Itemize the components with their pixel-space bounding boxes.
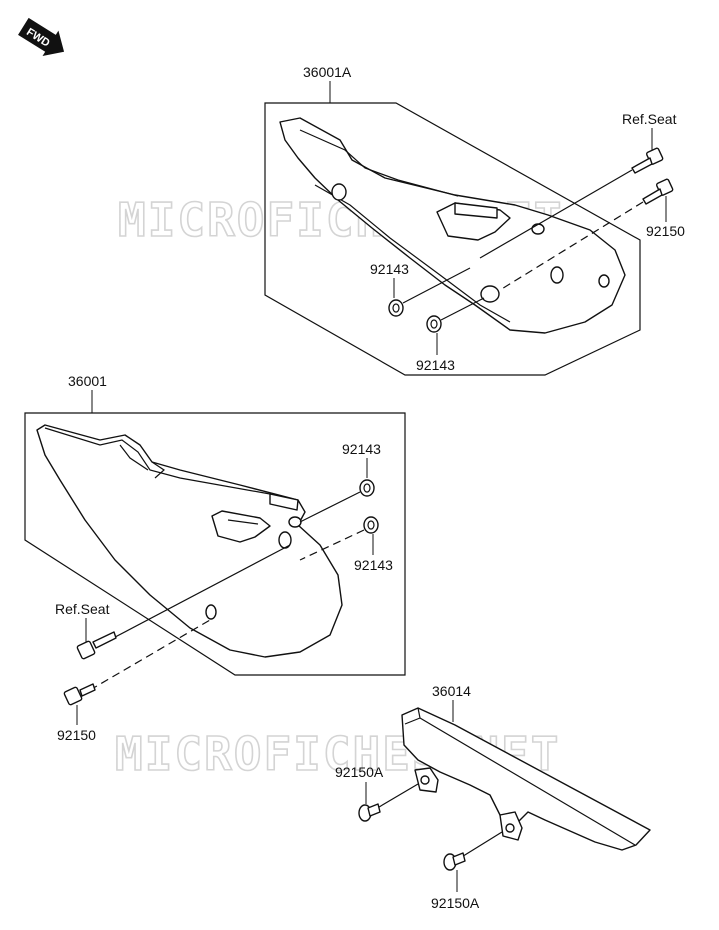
bolt-92150a-a — [358, 803, 381, 822]
label-ref-seat-mid: Ref.Seat — [55, 601, 110, 617]
frame-36001a — [264, 102, 641, 376]
forward-arrow-icon: FWD — [18, 17, 65, 57]
frame-36001 — [24, 412, 406, 676]
bolt-ref-seat-top — [631, 147, 664, 174]
label-36001: 36001 — [68, 373, 107, 389]
label-92143-top-a: 92143 — [370, 261, 409, 277]
bolt-92150-mid — [63, 683, 96, 706]
label-92143-mid-a: 92143 — [342, 441, 381, 457]
label-92150-top: 92150 — [646, 223, 685, 239]
label-92143-top-b: 92143 — [416, 357, 455, 373]
bolt-92150a-b — [443, 852, 466, 871]
label-36001a: 36001A — [303, 64, 352, 80]
washer-92143-top-a — [388, 299, 404, 317]
washer-92143-top-b — [426, 315, 442, 333]
label-92150a-b: 92150A — [431, 895, 480, 911]
washer-92143-mid-a — [359, 479, 375, 497]
side-cover-left — [36, 424, 343, 658]
bolt-92150-top — [642, 178, 674, 205]
label-92150a-a: 92150A — [335, 764, 384, 780]
label-92150-mid: 92150 — [57, 727, 96, 743]
label-92143-mid-b: 92143 — [354, 557, 393, 573]
grommet-boss — [480, 285, 500, 303]
label-36014: 36014 — [432, 683, 471, 699]
bolt-ref-seat-mid — [76, 631, 117, 660]
washer-92143-mid-b — [363, 516, 379, 534]
label-ref-seat-top: Ref.Seat — [622, 111, 677, 127]
